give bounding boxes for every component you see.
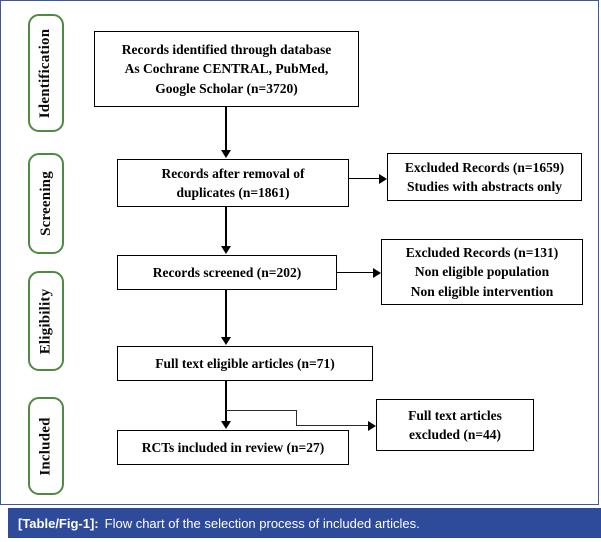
arrowhead-screened-to-excluded2 [373,268,381,278]
box-records-after-duplicates-line-1: Records after removal of [161,165,305,181]
box-excluded-records-1659-line-2: Studies with abstracts only [407,179,562,194]
box-records-identified-line-1: Records identified through database [121,42,332,58]
stage-label-identification: Identification [28,14,64,132]
box-records-screened-line-1: Records screened (n=202) [152,264,302,280]
connector-step-segment-bottom [296,425,370,426]
stage-label-screening-text: Screening [37,171,54,236]
box-rcts-included-line-1: RCTs included in review (n=27) [141,439,325,455]
box-records-identified-line-3: Google Scholar (n=3720) [155,80,298,96]
arrowhead-identified-to-duplicates [221,150,231,158]
box-full-text-excluded: Full text articles excluded (n=44) [376,399,534,451]
box-rcts-included: RCTs included in review (n=27) [117,430,349,465]
stage-label-eligibility: Eligibility [28,271,64,371]
caption-text: Flow chart of the selection process of i… [104,515,420,531]
connector-screened-to-full-text [225,290,227,338]
box-excluded-records-1659-line-1: Excluded Records (n=1659) [404,159,565,175]
connector-full-text-to-rcts [225,381,227,423]
connector-duplicates-to-screened [225,207,227,247]
arrowhead-full-text-to-rcts [221,421,231,429]
stage-label-screening: Screening [28,153,64,254]
box-records-identified: Records identified through database As C… [94,31,359,107]
figure-caption: [Table/Fig-1]: Flow chart of the selecti… [8,508,601,538]
box-excluded-records-131-line-2: Non eligible population [414,264,550,280]
stage-label-identification-text: Identification [37,28,54,118]
arrowhead-screened-to-full-text [221,337,231,345]
box-records-screened: Records screened (n=202) [117,255,337,290]
box-excluded-records-131-line-3: Non eligible intervention [410,283,554,299]
connector-step-segment-top [226,410,297,411]
box-full-text-excluded-line-1: Full text articles [408,407,502,423]
stage-label-eligibility-text: Eligibility [37,288,54,354]
box-excluded-records-131: Excluded Records (n=131) Non eligible po… [381,239,583,305]
caption-tag: [Table/Fig-1]: [18,515,99,531]
box-full-text-excluded-line-2: excluded (n=44) [408,427,502,442]
figure-frame: Identification Screening Eligibility Inc… [0,0,599,505]
connector-step-segment-drop [296,410,297,426]
stage-label-included: Included [28,397,64,495]
box-records-after-duplicates: Records after removal of duplicates (n=1… [117,159,349,207]
box-full-text-eligible-line-1: Full text eligible articles (n=71) [155,355,335,371]
stage-label-included-text: Included [37,416,54,476]
box-records-after-duplicates-line-2: duplicates (n=1861) [176,185,290,200]
box-excluded-records-131-line-1: Excluded Records (n=131) [405,245,559,261]
arrowhead-full-text-to-excluded [368,421,376,431]
box-records-identified-line-2: As Cochrane CENTRAL, PubMed, [124,61,329,77]
box-excluded-records-1659: Excluded Records (n=1659) Studies with a… [387,153,582,201]
connector-duplicates-to-excluded1 [349,178,380,179]
connector-screened-to-excluded2 [337,272,374,273]
connector-identified-to-duplicates [225,107,227,151]
arrowhead-duplicates-to-screened [221,246,231,254]
arrowhead-duplicates-to-excluded1 [379,174,387,184]
box-full-text-eligible: Full text eligible articles (n=71) [117,346,373,381]
